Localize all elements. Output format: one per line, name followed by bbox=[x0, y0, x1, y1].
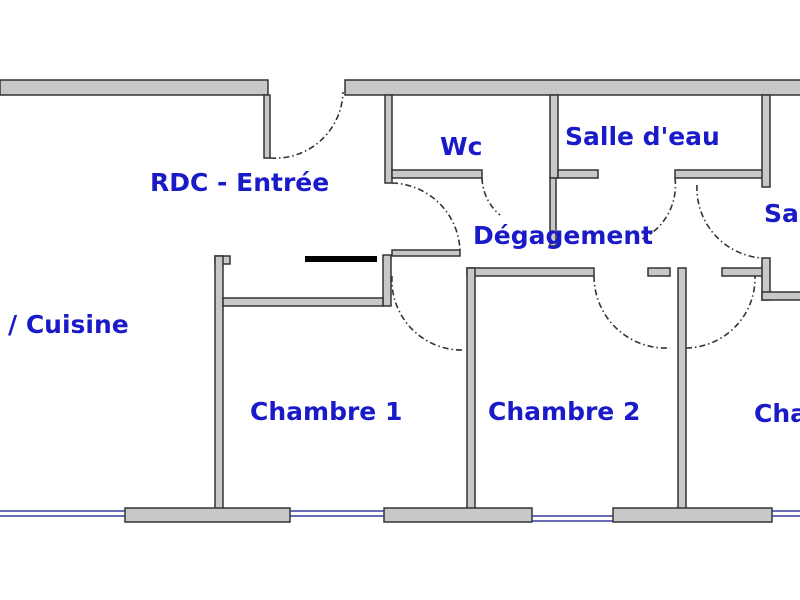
entry-door-jamb bbox=[263, 94, 271, 159]
wall-ch1-ch2 bbox=[466, 267, 476, 511]
ch3-door-swing bbox=[685, 275, 756, 349]
wall-bottom-1 bbox=[124, 507, 291, 523]
wall-ch1-left bbox=[214, 255, 224, 511]
wall-bottom-2 bbox=[383, 507, 533, 523]
ch1-door-swing bbox=[391, 275, 466, 351]
wc-inner-door-swing bbox=[481, 177, 501, 216]
room-label-cuisine: / Cuisine bbox=[8, 310, 129, 339]
salle-door-swing bbox=[639, 177, 677, 241]
wall-salle-right bbox=[761, 94, 771, 188]
wall-wc-bottom bbox=[391, 169, 483, 179]
wall-top-left bbox=[0, 79, 269, 96]
room-label-salle-partial: Sa bbox=[764, 199, 799, 228]
wall-ch2-ch3 bbox=[677, 267, 687, 511]
wc-door-swing bbox=[391, 182, 461, 253]
room-label-degagement: Dégagement bbox=[473, 221, 653, 250]
room-label-salle-deau: Salle d'eau bbox=[565, 122, 720, 151]
wall-top-right bbox=[344, 79, 800, 96]
wall-wc-left bbox=[384, 94, 393, 184]
wall-degagement-bottom bbox=[466, 267, 595, 277]
wall-bottom-3 bbox=[612, 507, 773, 523]
title-label: RDC - Entrée bbox=[150, 168, 329, 197]
wall-ch3-stub bbox=[721, 267, 768, 277]
wall-salle-bottom-right bbox=[674, 169, 766, 179]
entry-door-swing bbox=[269, 91, 344, 159]
room-labels: RDC - Entrée / Cuisine Wc Salle d'eau Sa… bbox=[8, 122, 800, 428]
closet-sliding-door bbox=[305, 256, 377, 262]
wall-degagement-left-stub bbox=[391, 249, 461, 257]
room-label-chambre-1: Chambre 1 bbox=[250, 397, 402, 426]
wall-partition bbox=[549, 177, 557, 247]
room-label-chambre-3: Cha bbox=[754, 399, 800, 428]
wall-ch1-top bbox=[222, 297, 384, 307]
room-label-wc: Wc bbox=[440, 132, 482, 161]
room-label-chambre-2: Chambre 2 bbox=[488, 397, 640, 426]
wall-right-lower-h bbox=[761, 291, 800, 301]
windows bbox=[0, 510, 800, 522]
salle-right-door-swing bbox=[696, 184, 763, 259]
walls bbox=[0, 79, 800, 523]
door-swings bbox=[269, 91, 763, 351]
wall-salle-bottom-left bbox=[557, 169, 599, 179]
ch2-door-swing bbox=[593, 275, 671, 349]
wall-closet-right bbox=[382, 254, 392, 307]
wall-wc-salle bbox=[549, 94, 559, 179]
wall-ch2-stub bbox=[647, 267, 671, 277]
